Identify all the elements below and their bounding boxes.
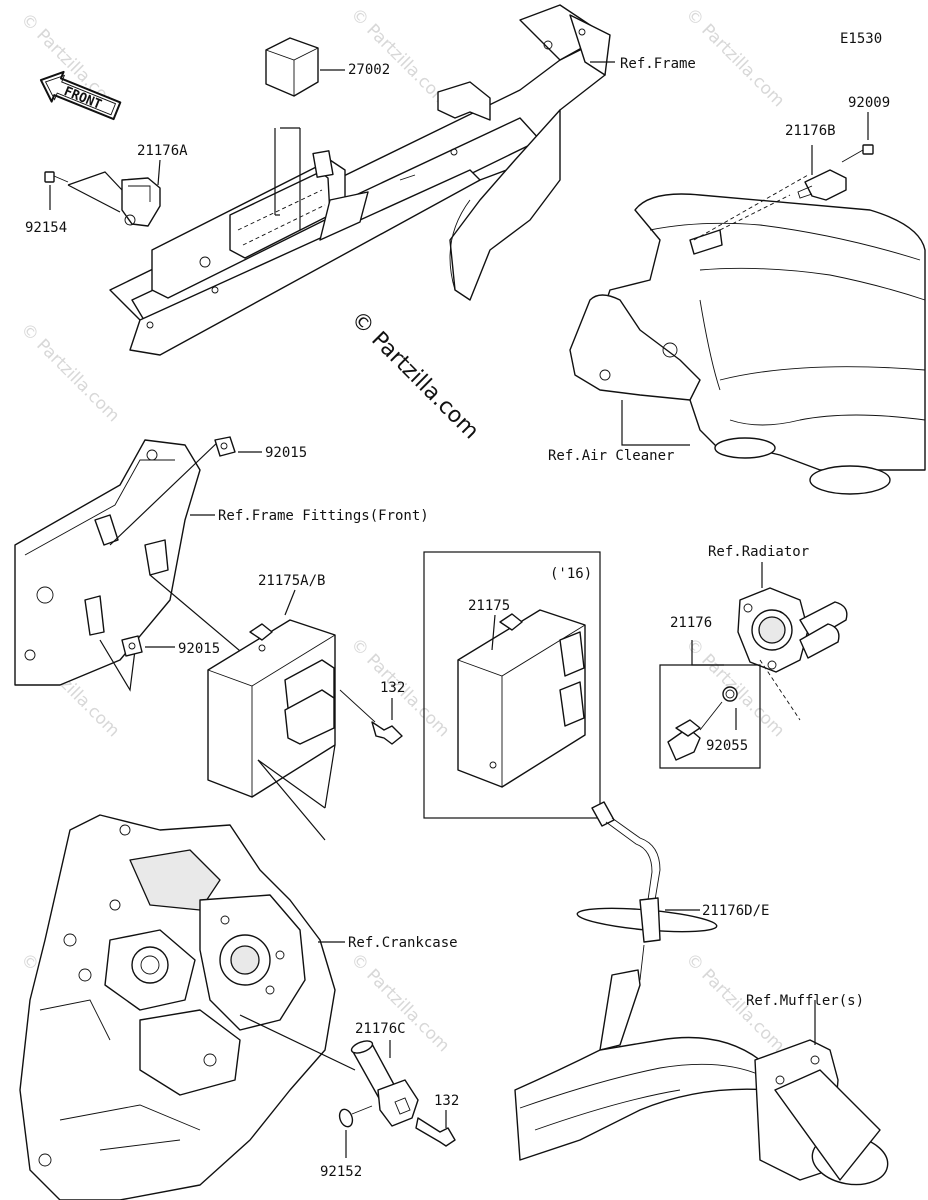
label-21176B: 21176B	[785, 123, 836, 139]
relay-27002	[265, 37, 345, 230]
temp-sensor-21176	[667, 640, 738, 761]
crankcase-assembly	[19, 814, 356, 1200]
ref-radiator: Ref.Radiator	[708, 544, 809, 560]
ref-frame: Ref.Frame	[620, 56, 696, 72]
label-92055: 92055	[706, 738, 748, 754]
bolt-132-lower	[415, 1110, 456, 1147]
sensor-21176A	[67, 159, 161, 227]
air-cleaner-assembly	[569, 174, 926, 495]
ref-mufflers: Ref.Muffler(s)	[746, 993, 864, 1009]
watermark: © Partzilla.com	[16, 319, 123, 426]
frame-fittings-assembly	[14, 439, 311, 711]
label-92015-top: 92015	[265, 445, 307, 461]
ecu-21175	[457, 609, 586, 788]
label-21176DE: 21176D/E	[702, 903, 769, 919]
ref-crankcase: Ref.Crankcase	[348, 935, 458, 951]
label-92015-bottom: 92015	[178, 641, 220, 657]
radiator-housing	[737, 562, 848, 721]
ecu-21175AB	[207, 589, 336, 841]
label-132-lower: 132	[434, 1093, 459, 1109]
sensor-21176C	[350, 1040, 419, 1127]
diagram-code: E1530	[840, 31, 882, 47]
copyright-mark: © Partzilla.com	[346, 307, 484, 445]
bolt-92009	[841, 112, 874, 163]
oring-92152	[338, 1105, 373, 1158]
copyright-text: © Partzilla.com	[346, 307, 484, 445]
ref-air-cleaner: Ref.Air Cleaner	[548, 448, 674, 464]
callout-box-21176	[659, 664, 761, 769]
label-21176A: 21176A	[137, 143, 188, 159]
group-box-16	[423, 551, 601, 819]
label-92009: 92009	[848, 95, 890, 111]
muffler-assembly	[514, 969, 889, 1186]
label-21175: 21175	[468, 598, 510, 614]
bolt-92154	[44, 171, 69, 210]
watermark: © Partzilla.com	[681, 4, 788, 111]
sensor-21176B	[797, 145, 847, 201]
label-21175AB: 21175A/B	[258, 573, 325, 589]
label-92154: 92154	[25, 220, 67, 236]
nut-92015-bottom	[121, 635, 175, 657]
label-21176C: 21176C	[355, 1021, 406, 1037]
ref-frame-fittings: Ref.Frame Fittings(Front)	[218, 508, 429, 524]
group-box-label: ('16)	[550, 566, 592, 582]
label-21176: 21176	[670, 615, 712, 631]
o2-sensor-21176DE	[576, 801, 718, 986]
frame-assembly	[109, 4, 611, 356]
nut-92015-top	[214, 436, 262, 457]
label-27002: 27002	[348, 62, 390, 78]
bolt-132-upper	[339, 689, 403, 745]
label-132-upper: 132	[380, 680, 405, 696]
watermark: © Partzilla.com	[346, 949, 453, 1056]
label-92152: 92152	[320, 1164, 362, 1180]
